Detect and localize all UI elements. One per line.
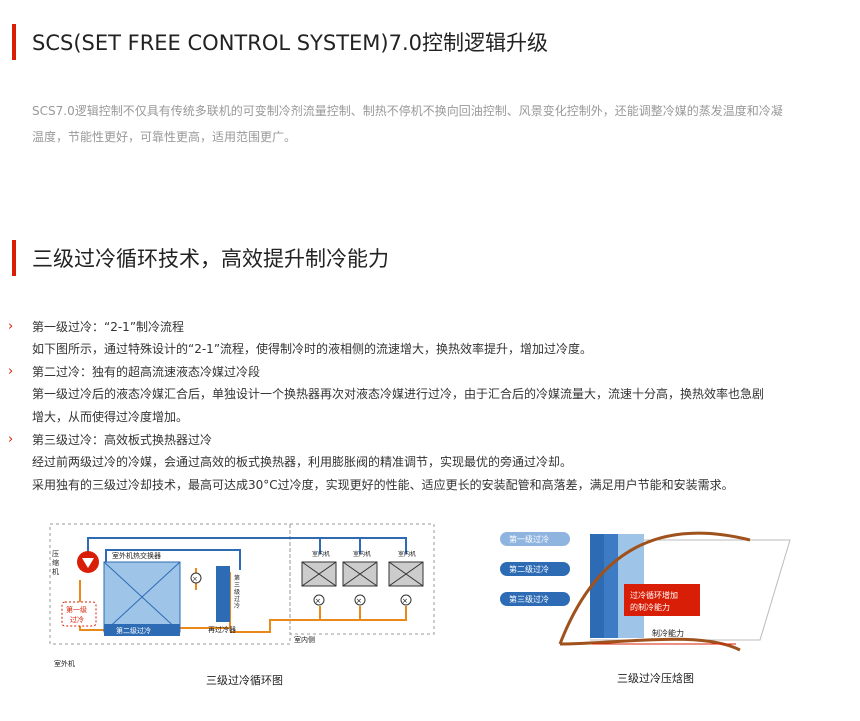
ph-chart-caption: 三级过冷压焓图 xyxy=(617,672,694,685)
svg-text:×: × xyxy=(192,575,198,583)
compressor-label: 压 xyxy=(52,550,59,558)
svg-text:室内机: 室内机 xyxy=(312,550,330,558)
indoor-side-label: 室内侧 xyxy=(294,635,315,644)
svg-text:室内机: 室内机 xyxy=(353,550,371,558)
item-heading: 第二过冷：独有的超高流速液态冷媒过冷段 xyxy=(32,365,261,379)
indoor-unit: × 室内机 xyxy=(342,550,378,606)
svg-text:×: × xyxy=(356,597,362,605)
chevron-right-icon: › xyxy=(8,432,14,447)
second-subcool-label: 第二级过冷 xyxy=(116,626,151,635)
item-desc: 如下图所示，通过特殊设计的“2-1”流程，使得制冷时的液相侧的流速增大，换热效率… xyxy=(32,342,593,356)
chevron-right-icon: › xyxy=(8,364,14,379)
section-title-subcooling: 三级过冷循环技术，高效提升制冷能力 xyxy=(12,240,389,276)
chevron-right-icon: › xyxy=(8,319,14,334)
subcooling-list: › 第一级过冷：“2-1”制冷流程 如下图所示，通过特殊设计的“2-1”流程，使得… xyxy=(8,316,853,497)
intro-line-1: SCS7.0逻辑控制不仅具有传统多联机的可变制冷剂流量控制、制热不停机不换向回油… xyxy=(32,104,783,118)
outdoor-hx-label: 室外机热交换器 xyxy=(112,551,161,560)
section-title-scs: SCS(SET FREE CONTROL SYSTEM)7.0控制逻辑升级 xyxy=(12,24,548,60)
item-desc: 经过前两级过冷的冷媒，会通过高效的板式换热器，利用膨胀阀的精准调节，实现最优的旁… xyxy=(32,455,573,469)
cycle-diagram-caption: 三级过冷循环图 xyxy=(206,674,283,687)
svg-text:×: × xyxy=(402,597,408,605)
third-subcool-label: 第 xyxy=(234,574,240,582)
item-heading: 第三级过冷：高效板式换热器过冷 xyxy=(32,433,213,447)
intro-paragraph: SCS7.0逻辑控制不仅具有传统多联机的可变制冷剂流量控制、制热不停机不换向回油… xyxy=(32,98,852,150)
callout-line2: 的制冷能力 xyxy=(630,602,670,612)
expansion-valve-icon xyxy=(190,572,202,584)
indoor-unit: × 室内机 xyxy=(388,550,424,606)
svg-text:×: × xyxy=(315,597,321,605)
capacity-label: 制冷能力 xyxy=(652,628,684,638)
ph-chart-diagram: 第一级过冷 第二级过冷 第三级过冷 过冷循环增加 的制冷能力 制冷能力 xyxy=(500,531,791,652)
list-item: › 第一级过冷：“2-1”制冷流程 如下图所示，通过特殊设计的“2-1”流程，使得… xyxy=(8,316,853,361)
section-title-scs-text: SCS(SET FREE CONTROL SYSTEM)7.0控制逻辑升级 xyxy=(32,31,549,55)
subcooling-cycle-diagram: 压 缩 机 室外机热交换器 第二级过冷 第一级 过冷 × 第 三 级 过 冷 再… xyxy=(49,523,435,668)
svg-text:冷: 冷 xyxy=(234,602,240,610)
item-heading: 第一级过冷：“2-1”制冷流程 xyxy=(32,320,185,334)
first-subcool-label: 第一级 xyxy=(66,605,87,614)
indoor-unit: × 室内机 xyxy=(301,550,337,606)
stage3-label: 第三级过冷 xyxy=(509,594,549,604)
svg-text:机: 机 xyxy=(52,567,59,576)
svg-text:缩: 缩 xyxy=(52,558,59,567)
section-title-subcooling-text: 三级过冷循环技术，高效提升制冷能力 xyxy=(32,247,389,271)
outdoor-unit-label: 室外机 xyxy=(54,659,75,668)
svg-text:室内机: 室内机 xyxy=(398,550,416,558)
stage1-label: 第一级过冷 xyxy=(509,534,549,544)
svg-text:过: 过 xyxy=(234,595,240,603)
stage1-pill xyxy=(500,532,570,546)
re-cooler-label: 再过冷器 xyxy=(208,625,236,634)
svg-text:三: 三 xyxy=(234,582,240,589)
svg-text:级: 级 xyxy=(234,588,240,596)
list-item: › 第二过冷：独有的超高流速液态冷媒过冷段 第一级过冷后的液态冷媒汇合后，单独设计… xyxy=(8,361,853,429)
intro-line-2: 温度，节能性更好，可靠性更高，适用范围更广。 xyxy=(32,130,297,144)
item-desc: 增大，从而使得过冷度增加。 xyxy=(32,410,189,424)
callout-line1: 过冷循环增加 xyxy=(630,590,678,600)
svg-text:过冷: 过冷 xyxy=(70,615,84,624)
stage2-label: 第二级过冷 xyxy=(509,564,549,574)
list-item: › 第三级过冷：高效板式换热器过冷 经过前两级过冷的冷媒，会通过高效的板式换热器，… xyxy=(8,429,853,497)
item-desc: 采用独有的三级过冷却技术，最高可达成30°C过冷度，实现更好的性能、适应更长的安… xyxy=(32,478,734,492)
item-desc: 第一级过冷后的液态冷媒汇合后，单独设计一个换热器再次对液态冷媒进行过冷，由于汇合… xyxy=(32,387,765,401)
